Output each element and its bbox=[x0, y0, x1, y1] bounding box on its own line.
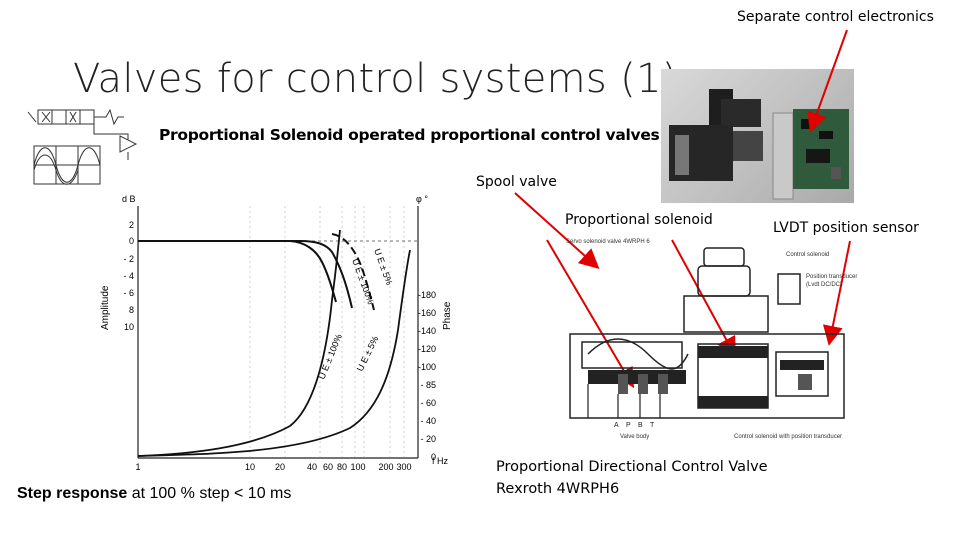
x-tick: 1 bbox=[135, 462, 140, 470]
step-response-rest: at 100 % step < 10 ms bbox=[127, 485, 292, 502]
control-solenoid-transducer-label: Control solenoid with position transduce… bbox=[734, 434, 842, 440]
amp-tick: 0 bbox=[129, 236, 134, 246]
curve-label: U E ± 5% bbox=[372, 247, 394, 286]
valve-cutaway-drawing: Servo solenoid valve 4WRPH 6 Control sol… bbox=[566, 239, 857, 440]
amp-tick: 2 bbox=[129, 220, 134, 230]
x-tick: 10 bbox=[245, 462, 255, 470]
phase-tick: - 20 bbox=[420, 434, 436, 444]
phase-tick: -160 bbox=[418, 308, 436, 318]
curve-label: U E ± 100% bbox=[317, 333, 344, 381]
port-label: T bbox=[650, 422, 655, 429]
bode-plot: Amplitude Phase d B φ ° 2 0 - 2 - 4 - 6 … bbox=[100, 194, 453, 470]
phase-tick: - 40 bbox=[420, 416, 436, 426]
phase-unit: φ ° bbox=[416, 194, 428, 204]
phase-tick: -120 bbox=[418, 344, 436, 354]
phase-axis-label: Phase bbox=[442, 301, 453, 330]
valve-symbol-diagram bbox=[27, 108, 138, 185]
arrow-solenoid-left bbox=[546, 239, 635, 389]
amplitude-dashed-curve bbox=[331, 233, 375, 311]
subtitle: Proportional Solenoid operated proportio… bbox=[159, 126, 660, 144]
lvdt-dc-label: (Lvdt DC/DC) bbox=[806, 282, 842, 288]
phase-tick: - 85 bbox=[420, 380, 436, 390]
valve-body-label: Valve body bbox=[620, 434, 649, 440]
phase-tick: 0 bbox=[431, 452, 436, 462]
control-solenoid-label: Control solenoid bbox=[786, 252, 829, 258]
step-response-caption: Step response at 100 % step < 10 ms bbox=[17, 485, 291, 503]
x-tick: 40 bbox=[307, 462, 317, 470]
x-tick: 60 bbox=[323, 462, 333, 470]
step-response-bold: Step response bbox=[17, 485, 128, 502]
amp-tick: 10 bbox=[124, 322, 134, 332]
phase-curve-100pct bbox=[137, 229, 341, 457]
x-tick: 20 bbox=[275, 462, 285, 470]
curve-label: U E ± 5% bbox=[355, 334, 381, 372]
arrow-control-electronics bbox=[807, 29, 848, 133]
proportional-solenoid-label: Proportional solenoid bbox=[565, 212, 713, 228]
port-label: B bbox=[638, 422, 643, 429]
amp-tick: - 2 bbox=[123, 254, 134, 264]
amplitude-curve-100pct bbox=[138, 240, 337, 303]
spool-valve-label: Spool valve bbox=[476, 174, 557, 190]
amplitude-curve-5pct bbox=[138, 240, 353, 309]
amplitude-unit: d B bbox=[122, 194, 136, 204]
amp-tick: 8 bbox=[129, 305, 134, 315]
slide-title: Valves for control systems (1) bbox=[73, 56, 678, 102]
phase-tick: -140 bbox=[418, 326, 436, 336]
valve-photo-drawing bbox=[669, 89, 849, 200]
caption-line-1: Proportional Directional Control Valve bbox=[496, 459, 768, 475]
valve-caption: Proportional Directional Control Valve R… bbox=[496, 456, 768, 500]
amplitude-axis-label: Amplitude bbox=[100, 285, 111, 330]
x-unit: f Hz bbox=[432, 456, 449, 466]
amp-tick: - 6 bbox=[123, 288, 134, 298]
amp-tick: - 4 bbox=[123, 271, 134, 281]
phase-curve-5pct bbox=[137, 249, 411, 457]
x-tick: 100 bbox=[350, 462, 365, 470]
position-transducer-label: Position transducer bbox=[806, 274, 857, 280]
arrow-spool-valve bbox=[514, 192, 600, 270]
port-label: A bbox=[614, 422, 619, 429]
x-tick: 200 bbox=[378, 462, 393, 470]
valve-photo bbox=[661, 69, 854, 203]
port-label: P bbox=[626, 422, 631, 429]
phase-tick: -100 bbox=[418, 362, 436, 372]
phase-tick: - 60 bbox=[420, 398, 436, 408]
phase-tick: -180 bbox=[418, 290, 436, 300]
separate-control-electronics-label: Separate control electronics bbox=[737, 9, 934, 25]
curve-label: U E ± 100% bbox=[350, 257, 376, 305]
cutaway-header: Servo solenoid valve 4WRPH 6 bbox=[566, 239, 650, 245]
lvdt-label: LVDT position sensor bbox=[773, 220, 919, 236]
arrow-lvdt bbox=[822, 240, 851, 346]
caption-line-2: Rexroth 4WRPH6 bbox=[496, 481, 620, 497]
x-tick: 80 bbox=[337, 462, 347, 470]
x-tick: 300 bbox=[396, 462, 411, 470]
